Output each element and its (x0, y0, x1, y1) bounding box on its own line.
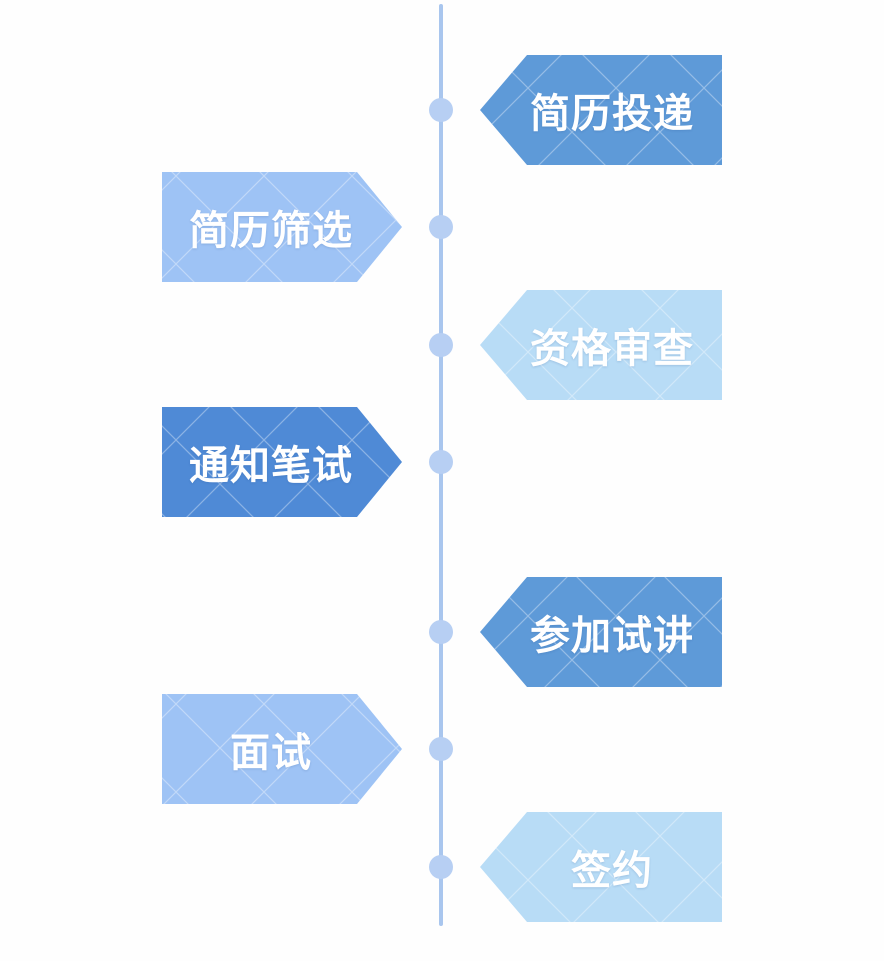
step-arrow-texture-2 (162, 172, 402, 282)
timeline-dot-2 (429, 215, 453, 239)
step-arrow-texture-3 (480, 290, 722, 400)
step-arrow-texture-7 (480, 812, 722, 922)
timeline-dot-1 (429, 98, 453, 122)
timeline-dot-3 (429, 333, 453, 357)
timeline-dot-5 (429, 620, 453, 644)
step-arrow-texture-1 (480, 55, 722, 165)
timeline-dot-6 (429, 737, 453, 761)
step-arrow-texture-6 (162, 694, 402, 804)
step-arrow-texture-5 (480, 577, 722, 687)
timeline-dot-4 (429, 450, 453, 474)
timeline-dot-7 (429, 855, 453, 879)
step-arrow-texture-4 (162, 407, 402, 517)
